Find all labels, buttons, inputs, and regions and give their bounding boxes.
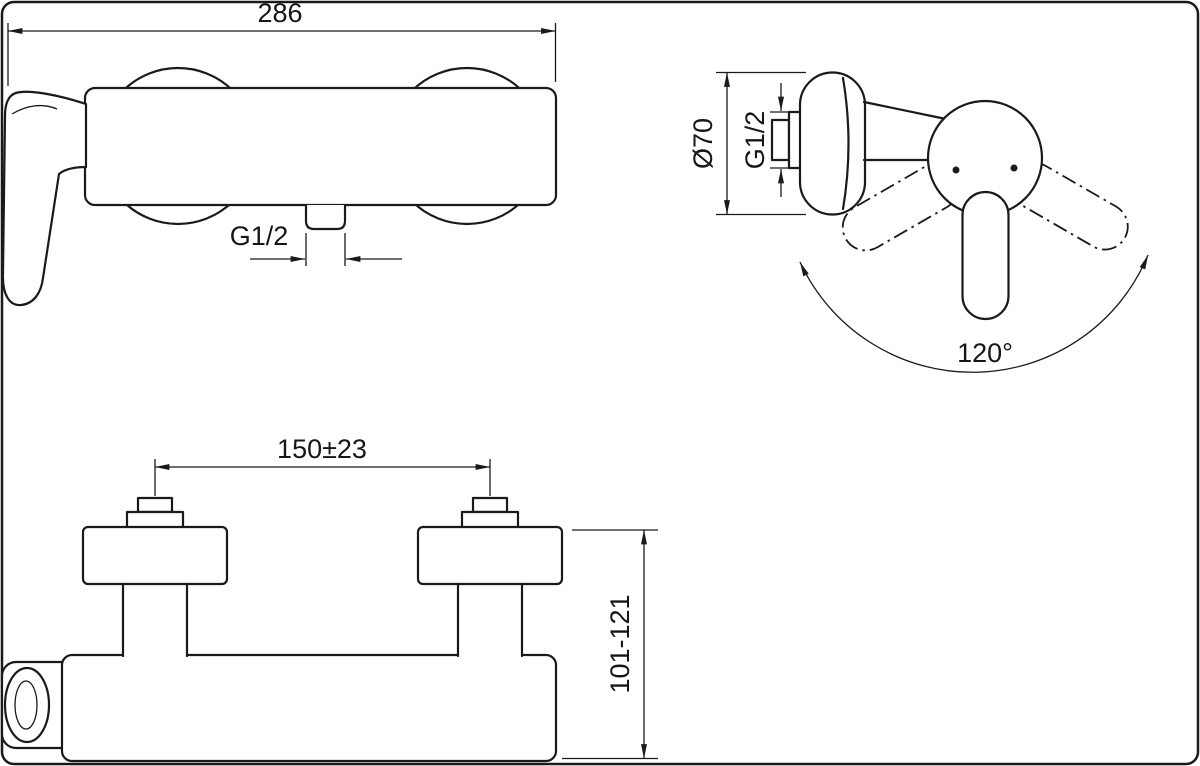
dimension-mounting-height: 101-121 [562,529,658,760]
shower-outlet-stub [304,205,347,231]
dimension-label-g12-top: G1/2 [230,221,289,251]
dimension-label-dia70: Ø70 [688,118,718,169]
inlet-thread-nipple [770,118,791,162]
dimension-label-g12-side: G1/2 [740,111,770,170]
escutcheon-face-edge [841,76,850,211]
dimension-outlet-thread: G1/2 [230,221,402,266]
body-neck-top-edge [862,100,945,120]
mixer-body-top [83,86,558,207]
dimension-escutcheon-diameter: Ø70 [688,71,806,216]
side-view: Ø70 G1/2 [688,71,1149,373]
escutcheon-front-right [416,525,564,586]
escutcheon-front-left [81,525,229,586]
dimension-handle-rotation: 120° [799,254,1149,373]
lever-detail-line [11,104,58,115]
lever-end-cap-inner [14,680,38,730]
dimension-overall-width: 286 [7,0,557,86]
dimension-inlet-spacing: 150±23 [154,434,491,496]
mixer-body-front [60,653,558,763]
pipe-left-fill [124,586,186,658]
pipe-right-fill [459,586,521,658]
dimension-label-286: 286 [257,0,302,28]
top-view: 286 G1/2 [1,0,558,307]
angle-arc [799,254,1149,373]
dimension-label-101-121: 101-121 [605,594,635,693]
indicator-dot-right [1010,164,1018,172]
dimension-label-150: 150±23 [277,434,367,464]
lever-end-cap-outer [3,666,51,744]
inlet-collar-left [125,510,185,530]
inlet-cap-right [471,496,509,514]
front-view: 150±23 101-121 [0,434,658,763]
escutcheon-side [798,71,867,216]
inlet-collar-right [460,510,520,530]
inlet-cap-left [136,496,174,514]
indicator-dot-left [952,166,960,174]
dimension-label-120deg: 120° [957,338,1013,368]
lever-handle-side [961,190,1010,321]
lever-handle-top [1,90,88,307]
